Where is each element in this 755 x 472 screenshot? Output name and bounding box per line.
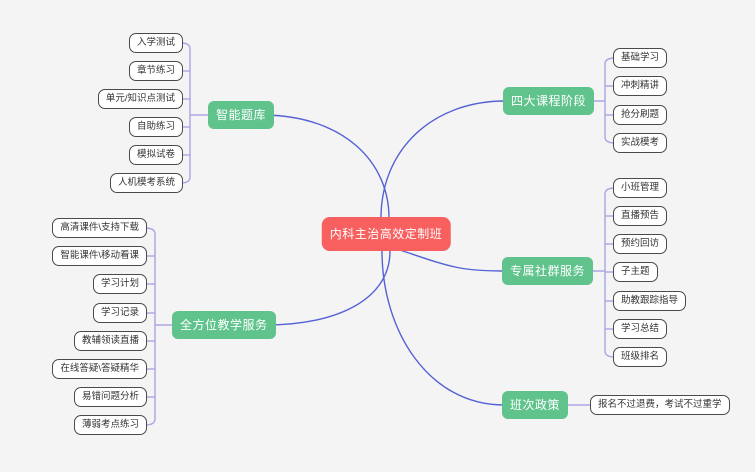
leaf-node[interactable]: 冲刺精讲 [613,76,668,96]
leaf-node[interactable]: 模拟试卷 [128,145,183,165]
leaf-node[interactable]: 学习计划 [92,274,147,294]
leaf-node[interactable]: 入学测试 [128,33,183,53]
center-link-smart-question-bank [263,114,390,219]
leaf-node[interactable]: 教辅领读直播 [73,331,147,351]
leaf-node[interactable]: 子主题 [613,262,658,282]
leaf-node[interactable]: 在线答疑\答疑精华 [52,359,147,379]
leaf-node[interactable]: 报名不过退费，考试不过重学 [590,395,730,415]
center-link-teaching-service [265,250,391,326]
center-link-community-service [399,249,505,272]
leaf-node[interactable]: 基础学习 [613,48,668,68]
center-links [263,100,506,406]
center-link-class-policy [381,250,505,406]
root-node[interactable]: 内科主治高效定制班 [321,217,451,251]
branch-class-policy[interactable]: 班次政策 [502,391,569,419]
connector-teaching-service [144,227,176,426]
leaf-node[interactable]: 高清课件\支持下载 [52,218,147,238]
leaf-node[interactable]: 章节练习 [128,61,183,81]
leaf-node[interactable]: 学习总结 [613,319,668,339]
branch-four-course-stages[interactable]: 四大课程阶段 [503,87,595,115]
leaf-node[interactable]: 智能课件\移动看课 [52,246,147,266]
leaf-node[interactable]: 人机模考系统 [109,173,183,193]
branch-teaching-service[interactable]: 全方位教学服务 [172,311,276,339]
branch-smart-question-bank[interactable]: 智能题库 [208,101,275,129]
leaf-node[interactable]: 班级排名 [613,347,668,367]
leaf-node[interactable]: 预约回访 [613,234,668,254]
center-link-four-course-stages [380,100,506,219]
leaf-node[interactable]: 抢分刷题 [613,105,668,125]
leaf-node[interactable]: 学习记录 [92,303,147,323]
leaf-node[interactable]: 助教跟踪指导 [613,291,687,311]
leaf-node[interactable]: 小班管理 [613,178,668,198]
leaf-node[interactable]: 实战模考 [613,133,668,153]
leaf-node[interactable]: 易错问题分析 [73,387,147,407]
leaf-node[interactable]: 单元/知识点测试 [97,89,183,109]
leaf-node[interactable]: 自助练习 [128,117,183,137]
branch-community-service[interactable]: 专属社群服务 [502,257,594,285]
leaf-node[interactable]: 薄弱考点练习 [73,415,147,435]
leaf-node[interactable]: 直播预告 [613,206,668,226]
